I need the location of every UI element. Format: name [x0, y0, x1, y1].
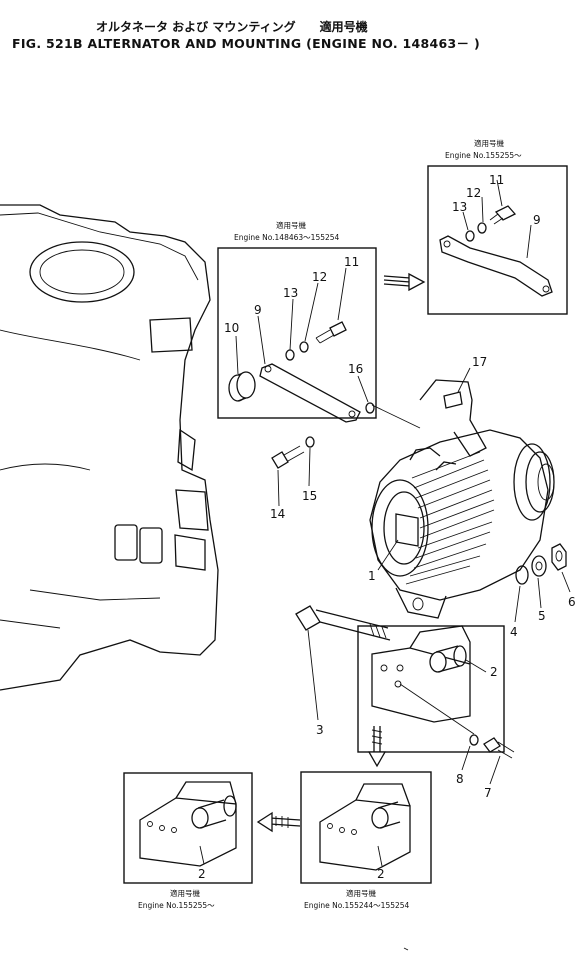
part-number-2-b: 2: [377, 867, 385, 881]
part-number-2-main: 2: [490, 665, 498, 679]
panel-mount-main: 2: [357, 625, 505, 753]
part-number-11-old: 11: [344, 255, 359, 269]
title-japanese: オルタネータ および マウンティング 適用号機: [96, 19, 368, 34]
panel-bracket-new-label-en: Engine No.155255～: [445, 151, 522, 160]
panel-bracket-old: 適用号機 Engine No.148463～155254 11 12 13 9 …: [217, 220, 377, 423]
part-number-6: 6: [568, 595, 576, 609]
part-number-9-new: 9: [533, 213, 541, 227]
engine-block-drawing: [0, 204, 219, 691]
part-number-16: 16: [348, 362, 363, 376]
panel-bracket-new-label-jp: 適用号機: [474, 138, 504, 148]
part-number-9-old: 9: [254, 303, 262, 317]
panel-mount-a: 2 適用号機 Engine No.155255～: [123, 772, 253, 910]
arrow-to-new-bracket: [383, 272, 426, 292]
part-number-13-new: 13: [452, 200, 467, 214]
part-number-12-new: 12: [466, 186, 481, 200]
part-number-4: 4: [510, 625, 518, 639]
arrow-left-to-mount-a: [256, 811, 301, 833]
panel-mount-b-label-en: Engine No.155244～155254: [304, 901, 410, 910]
panel-mount-a-label-en: Engine No.155255～: [138, 901, 215, 910]
title-english: FIG. 521B ALTERNATOR AND MOUNTING (ENGIN…: [12, 36, 480, 51]
panel-mount-b-label-jp: 適用号機: [346, 888, 376, 898]
bolt-14-washer-15: 14 15: [270, 436, 317, 521]
part-number-14: 14: [270, 507, 285, 521]
panel-bracket-new: 適用号機 Engine No.155255～ 11 12 13 9: [427, 138, 568, 315]
part-number-1: 1: [368, 569, 376, 583]
part-number-11-new: 11: [489, 173, 504, 187]
part-number-3: 3: [316, 723, 324, 737]
panel-bracket-old-label-jp: 適用号機: [276, 220, 306, 230]
part-number-8: 8: [456, 772, 464, 786]
panel-mount-b: 2 適用号機 Engine No.155244～155254: [300, 771, 432, 910]
part-number-17: 17: [472, 355, 487, 369]
part-number-15: 15: [302, 489, 317, 503]
bolt-3: 3: [295, 605, 391, 737]
washer-8-bolt-7: 8 7: [456, 734, 515, 800]
part-number-10: 10: [224, 321, 239, 335]
panel-bracket-old-label-en: Engine No.148463～155254: [234, 233, 340, 242]
alternator-drawing: 17 1: [368, 355, 555, 619]
stray-mark: [403, 947, 409, 951]
part-number-2-a: 2: [198, 867, 206, 881]
washer-4-5-nut-6: 4 5 6: [510, 543, 576, 639]
arrow-down-to-mount-b: [367, 726, 387, 768]
part-number-12-old: 12: [312, 270, 327, 284]
part-number-13-old: 13: [283, 286, 298, 300]
part-number-7: 7: [484, 786, 492, 800]
panel-mount-a-label-jp: 適用号機: [170, 888, 200, 898]
part-number-5: 5: [538, 609, 546, 623]
